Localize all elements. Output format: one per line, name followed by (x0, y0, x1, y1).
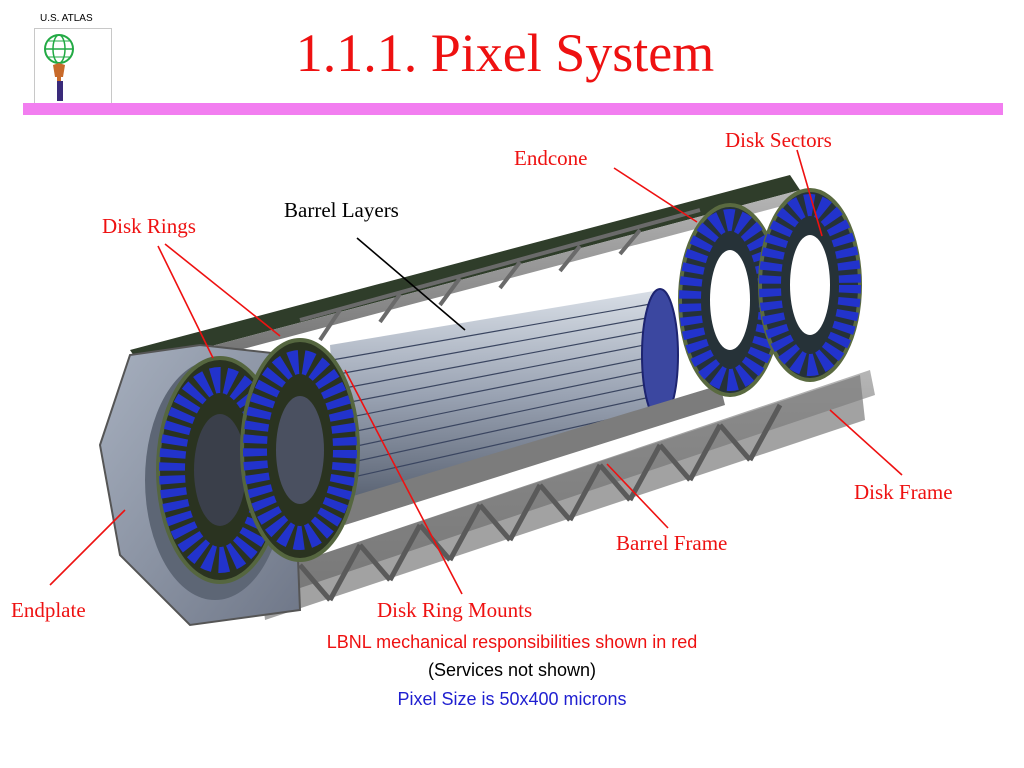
frame-top-beam (130, 175, 805, 375)
page-title: 1.1.1. Pixel System (295, 23, 715, 83)
barrel-frame-plate (340, 385, 725, 525)
caption-services: (Services not shown) (427, 660, 597, 680)
label-endcone: Endcone (514, 146, 588, 170)
barrel-layers (330, 288, 679, 500)
title-underline-bar (23, 103, 1003, 115)
atlas-globe-icon (44, 34, 74, 101)
label-barrel-frame: Barrel Frame (616, 531, 728, 555)
label-disk-ring-mounts: Disk Ring Mounts (377, 598, 533, 622)
caption-pixel-size: Pixel Size is 50x400 microns (397, 689, 627, 709)
frame-bottom-beam (185, 370, 875, 625)
atlas-logo (34, 28, 112, 104)
leader-lines (49, 149, 903, 595)
frame-upper-lattice (299, 208, 701, 342)
leader-barrel-layers (356, 237, 466, 331)
label-endplate: Endplate (11, 598, 86, 622)
endcap-disks-right (678, 188, 862, 397)
disk-rings-left (156, 338, 360, 584)
label-barrel-layers: Barrel Layers (284, 198, 399, 222)
label-disk-sectors: Disk Sectors (725, 128, 832, 152)
label-disk-frame: Disk Frame (854, 480, 953, 504)
logo-text: U.S. ATLAS (40, 13, 93, 24)
caption-responsibilities: LBNL mechanical responsibilities shown i… (326, 632, 698, 652)
label-disk-rings: Disk Rings (102, 214, 196, 238)
